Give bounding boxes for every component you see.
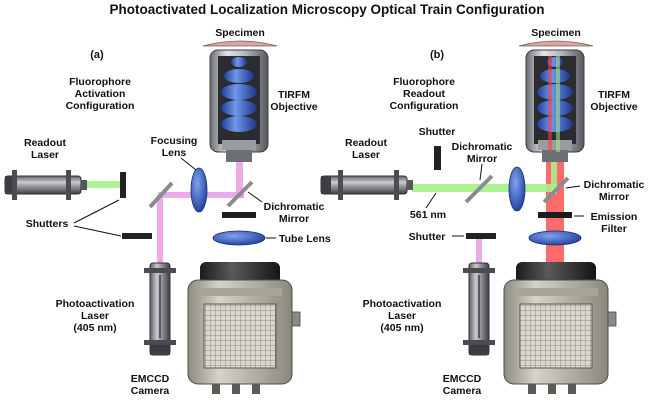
camera-label-b-2: Camera — [443, 385, 482, 397]
panel-b-config-1: Fluorophore — [393, 76, 455, 88]
dichromatic-mirror-left-b — [464, 174, 494, 204]
panel-a-config-2: Activation — [75, 88, 126, 100]
emission-filter-label-b-1: Emission — [591, 211, 638, 223]
shutter-top-label-b: Shutter — [419, 126, 456, 138]
shutters-label-a: Shutters — [26, 218, 69, 230]
focusing-lens-label-a-1: Focusing — [151, 135, 198, 147]
shutter-green-a — [120, 172, 126, 198]
wavelength-label-b: 561 nm — [410, 209, 446, 221]
diagram-title: Photoactivated Localization Microscopy O… — [109, 2, 544, 17]
panel-a: (a) Fluorophore Activation Configuration… — [4, 27, 331, 397]
photoactivation-laser-b — [463, 262, 495, 356]
dichromatic-label-left-b-2: Mirror — [467, 153, 497, 165]
green-beam-stub-a — [80, 181, 122, 188]
panel-b: (b) Fluorophore Readout Configuration Sp… — [320, 27, 645, 397]
emccd-camera-a — [187, 262, 301, 394]
panel-b-letter: (b) — [430, 49, 444, 61]
dichromatic-label-a-2: Mirror — [279, 213, 309, 225]
emission-filter-a — [222, 212, 256, 218]
specimen-label-a: Specimen — [215, 27, 265, 39]
dichromatic-mirror-a — [226, 180, 254, 208]
panel-b-config-2: Readout — [403, 88, 446, 100]
emission-filter-b — [538, 212, 572, 218]
dichromatic-mirror-right-b — [542, 176, 570, 204]
dichromatic-leader-right-b — [565, 185, 581, 189]
specimen-slide-a — [202, 40, 278, 47]
turning-mirror-a — [148, 181, 174, 209]
readout-laser-label-a-1: Readout — [24, 137, 67, 149]
violet-beam-objective-a — [236, 162, 243, 198]
panel-a-config-1: Fluorophore — [69, 76, 131, 88]
dichromatic-leader-a — [247, 191, 263, 203]
shutters-leader-1-a — [73, 199, 120, 224]
dichromatic-leader-left-b — [479, 163, 483, 181]
camera-label-b-1: EMCCD — [443, 373, 482, 385]
photoactivation-laser-a — [144, 262, 176, 356]
dichromatic-label-right-b-2: Mirror — [599, 191, 629, 203]
camera-label-a-2: Camera — [131, 385, 170, 397]
readout-laser-label-b-1: Readout — [345, 137, 388, 149]
objective-label-b-1: TIRFM — [598, 89, 630, 101]
green-beam-objective-b — [551, 162, 557, 194]
focusing-lens-b — [508, 166, 526, 212]
panel-b-config-3: Configuration — [390, 100, 459, 112]
tube-lens-label-a: Tube Lens — [279, 233, 331, 245]
specimen-label-b: Specimen — [531, 27, 581, 39]
tube-lens-a — [212, 230, 266, 246]
panel-a-config-3: Configuration — [66, 100, 135, 112]
photo-laser-label-a-1: Photoactivation — [56, 298, 135, 310]
shutter-bottom-b — [466, 233, 496, 239]
photo-laser-label-a-3: (405 nm) — [73, 322, 116, 334]
focusing-lens-label-a-2: Lens — [162, 147, 187, 159]
readout-laser-b — [320, 170, 413, 200]
photo-laser-label-b-2: Laser — [388, 310, 416, 322]
emission-filter-label-b-2: Filter — [601, 223, 627, 235]
green-beam-horizontal-b — [412, 184, 556, 192]
objective-label-b-2: Objective — [590, 101, 637, 113]
wavelength-leader-b — [425, 192, 437, 209]
readout-laser-label-a-2: Laser — [31, 149, 59, 161]
shutter-violet-a — [122, 233, 152, 239]
objective-a — [209, 49, 269, 162]
readout-laser-a — [4, 170, 87, 200]
dichromatic-label-left-b-1: Dichromatic — [452, 141, 513, 153]
objective-label-a-1: TIRFM — [278, 89, 310, 101]
photo-laser-label-b-1: Photoactivation — [363, 298, 442, 310]
camera-label-a-1: EMCCD — [131, 373, 170, 385]
objective-label-a-2: Objective — [270, 101, 317, 113]
panel-a-letter: (a) — [90, 49, 104, 61]
photo-laser-label-a-2: Laser — [81, 310, 109, 322]
violet-beam-vertical-b — [476, 237, 482, 265]
dichromatic-label-a-1: Dichromatic — [264, 201, 325, 213]
objective-b — [525, 49, 585, 162]
readout-laser-label-b-2: Laser — [352, 149, 380, 161]
shutter-bottom-label-b: Shutter — [409, 231, 446, 243]
photo-laser-label-b-3: (405 nm) — [380, 322, 423, 334]
focusing-lens-a — [190, 167, 208, 213]
emccd-camera-b — [503, 262, 617, 394]
dichromatic-label-right-b-1: Dichromatic — [584, 179, 645, 191]
shutters-leader-2-a — [73, 225, 122, 237]
focusing-lens-leader-a — [180, 157, 197, 171]
violet-beam-vertical-a — [157, 195, 163, 263]
tube-lens-b — [528, 230, 582, 246]
specimen-slide-b — [518, 40, 594, 47]
shutter-top-b — [434, 146, 441, 170]
